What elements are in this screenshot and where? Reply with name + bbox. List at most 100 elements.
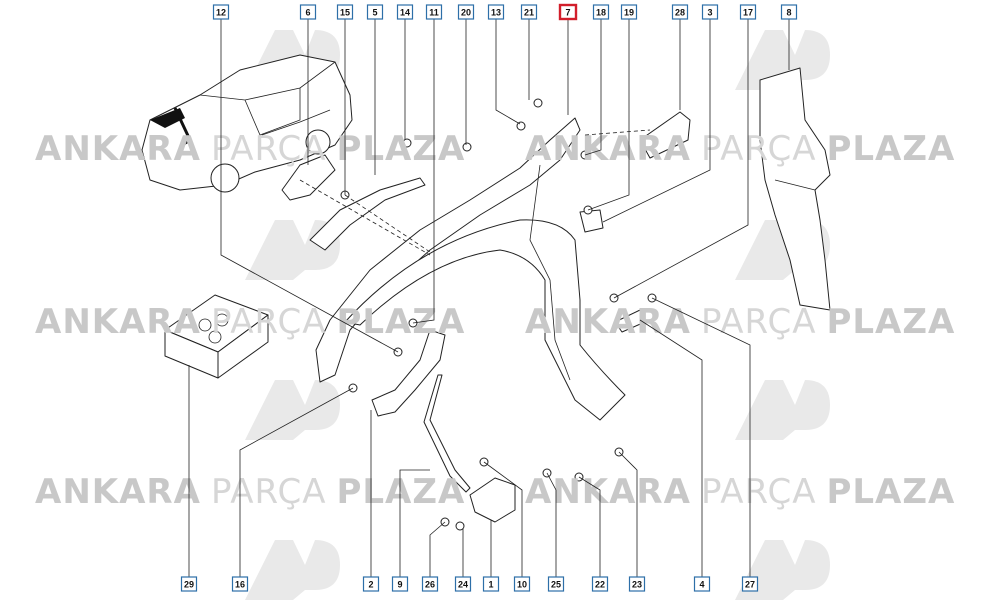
callout-label: 13 <box>491 8 501 18</box>
fender-wheel-arch <box>344 219 626 421</box>
top-callout-row: 12 6 15 5 14 11 20 13 21 7 18 19 28 3 17 8 <box>212 3 798 21</box>
callout-label: 3 <box>707 8 712 18</box>
leader-line <box>651 297 751 577</box>
callout-label: 21 <box>524 8 534 18</box>
watermark-logo-icon <box>245 380 340 440</box>
callout-24[interactable]: 24 <box>454 576 472 592</box>
callout-25[interactable]: 25 <box>547 576 565 592</box>
part-4-bracket[interactable] <box>614 309 646 333</box>
watermark-logos <box>245 30 830 600</box>
callout-19[interactable]: 19 <box>620 4 638 20</box>
callout-20[interactable]: 20 <box>457 4 475 20</box>
leader-line <box>584 19 602 156</box>
assembly-line <box>584 129 651 136</box>
leader-line <box>399 469 430 577</box>
leader-line <box>220 19 399 353</box>
callout-13[interactable]: 13 <box>487 4 505 20</box>
callout-22[interactable]: 22 <box>591 576 609 592</box>
callout-label: 9 <box>397 580 402 590</box>
callout-12[interactable]: 12 <box>212 4 230 20</box>
leader-line <box>495 19 521 125</box>
callout-label: 26 <box>425 580 435 590</box>
callout-label: 28 <box>675 8 685 18</box>
callout-label: 20 <box>461 8 471 18</box>
callout-label: 10 <box>517 580 527 590</box>
watermark-logo-icon <box>735 540 830 600</box>
callout-18[interactable]: 18 <box>592 4 610 20</box>
callout-label: 18 <box>596 8 606 18</box>
callout-label: 2 <box>368 580 373 590</box>
leader-line <box>483 461 523 577</box>
callout-10[interactable]: 10 <box>513 576 531 592</box>
part-6-bracket[interactable] <box>281 154 336 201</box>
callout-label: 11 <box>429 8 439 18</box>
callout-9[interactable]: 9 <box>391 576 409 592</box>
part-8-liner[interactable] <box>759 67 831 311</box>
part-29-fastener-box[interactable] <box>164 294 269 379</box>
callout-label: 8 <box>786 8 791 18</box>
leader-line <box>618 451 638 577</box>
part-9-rod[interactable] <box>423 374 471 493</box>
part-1-hinge[interactable] <box>469 477 516 523</box>
watermark-logo-icon <box>245 540 340 600</box>
leader-line <box>412 19 435 324</box>
callout-label: 12 <box>216 8 226 18</box>
leader-line <box>429 521 446 577</box>
callout-label: 14 <box>400 8 410 18</box>
leader-lines <box>188 19 790 577</box>
callout-label: 22 <box>595 580 605 590</box>
callout-11[interactable]: 11 <box>425 4 443 20</box>
part-7-inner-rail[interactable] <box>315 117 581 383</box>
parts-drawing <box>141 54 831 531</box>
callout-27[interactable]: 27 <box>741 576 759 592</box>
callout-7[interactable]: 7 <box>558 3 578 21</box>
leader-line <box>613 19 749 299</box>
callout-15[interactable]: 15 <box>336 4 354 20</box>
callout-21[interactable]: 21 <box>520 4 538 20</box>
leader-line <box>578 476 601 577</box>
callout-23[interactable]: 23 <box>628 576 646 592</box>
part-3-clip[interactable] <box>579 209 604 233</box>
fasteners <box>340 98 657 531</box>
callout-label: 17 <box>743 8 753 18</box>
callout-label: 27 <box>745 580 755 590</box>
callout-14[interactable]: 14 <box>396 4 414 20</box>
callout-29[interactable]: 29 <box>180 576 198 592</box>
callout-6[interactable]: 6 <box>299 4 317 20</box>
callout-28[interactable]: 28 <box>671 4 689 20</box>
callout-17[interactable]: 17 <box>739 4 757 20</box>
assembly-line <box>344 194 431 253</box>
leader-line <box>639 319 703 577</box>
callout-label: 4 <box>699 580 704 590</box>
callout-label: 7 <box>565 8 570 18</box>
callout-5[interactable]: 5 <box>366 4 384 20</box>
watermark-logo-icon <box>735 380 830 440</box>
leader-line <box>239 387 354 577</box>
callout-label: 19 <box>624 8 634 18</box>
callout-3[interactable]: 3 <box>701 4 719 20</box>
leader-line <box>546 472 557 577</box>
callout-4[interactable]: 4 <box>693 576 711 592</box>
callout-label: 25 <box>551 580 561 590</box>
callout-label: 23 <box>632 580 642 590</box>
callout-label: 16 <box>235 580 245 590</box>
callout-2[interactable]: 2 <box>362 576 380 592</box>
callout-label: 24 <box>458 580 468 590</box>
leader-line <box>587 19 630 211</box>
callout-1[interactable]: 1 <box>482 576 500 592</box>
watermark-logo-icon <box>735 30 830 90</box>
part-28-bracket[interactable] <box>639 111 691 159</box>
callout-26[interactable]: 26 <box>421 576 439 592</box>
callout-8[interactable]: 8 <box>780 4 798 20</box>
callout-label: 5 <box>372 8 377 18</box>
part-2-bracket[interactable] <box>371 329 446 417</box>
part-5-bracket[interactable] <box>309 177 426 251</box>
callout-16[interactable]: 16 <box>231 576 249 592</box>
